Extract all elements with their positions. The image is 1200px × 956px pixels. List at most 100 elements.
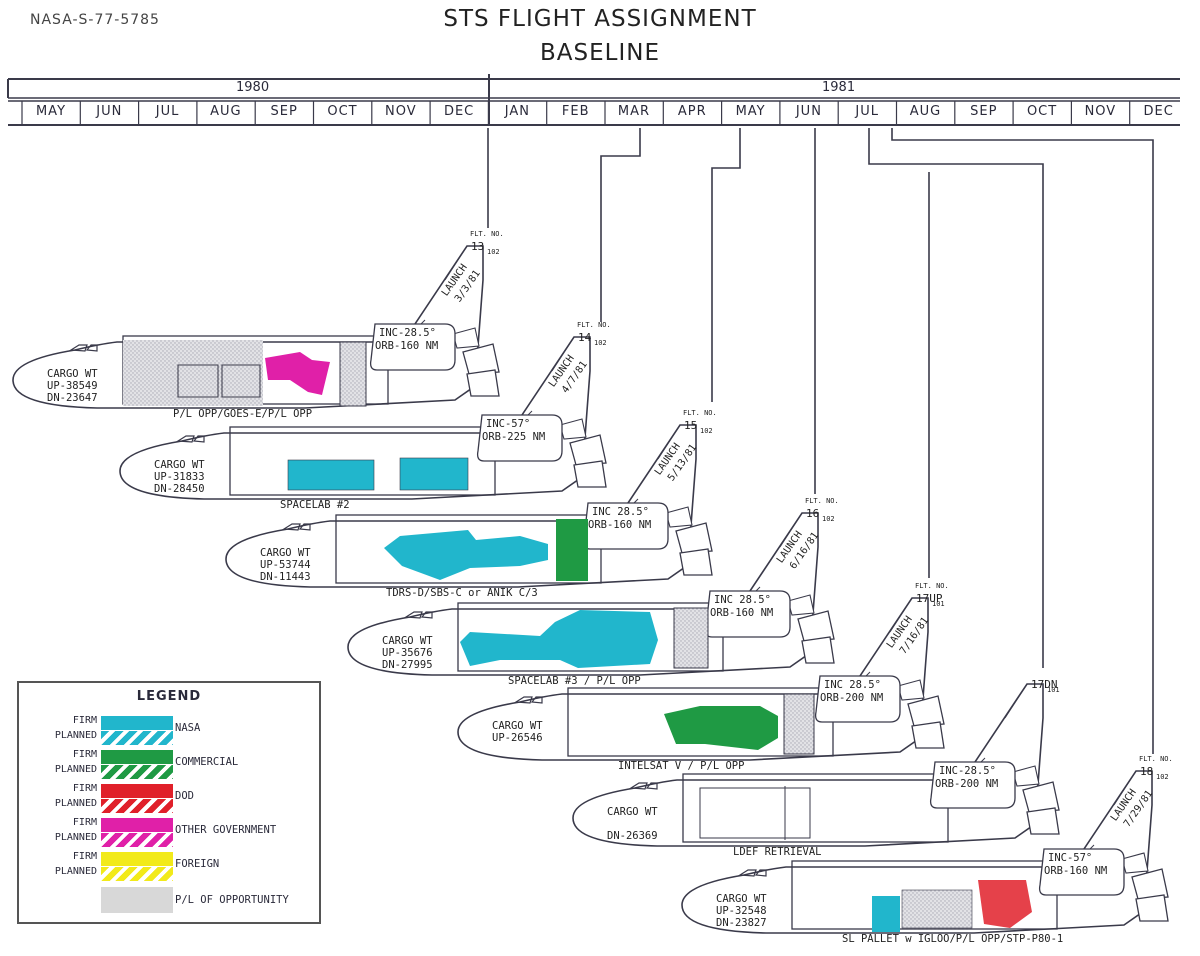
flight-number-label: FLT. NO.: [1139, 755, 1173, 763]
payload-label: SPACELAB #3 / P/L OPP: [508, 675, 641, 687]
month-cell: MAY: [35, 104, 67, 119]
payload-flight-18: [872, 880, 1032, 932]
flight-number: 14: [578, 331, 592, 344]
month-cell: AUG: [909, 104, 942, 119]
cargo-weight-down: DN-11443: [260, 571, 311, 583]
inclination: INC-57°: [486, 418, 531, 430]
cargo-weight-up: UP-32548: [716, 905, 767, 917]
legend: LEGEND FIRM PLANNED NASA FIRM PLANNED COMMERC…: [17, 681, 321, 924]
legend-category: NASA: [175, 722, 201, 734]
cargo-weight-down: DN-23827: [716, 917, 767, 929]
legend-planned: PLANNED: [54, 866, 97, 877]
legend-firm: FIRM: [72, 783, 97, 794]
orbit-altitude: ORB-200 NM: [935, 778, 999, 790]
month-cell: APR: [677, 104, 707, 119]
flight-orbiter-number: 102: [1156, 773, 1169, 781]
flight-number-label: FLT. NO.: [577, 321, 611, 329]
legend-category: FOREIGN: [175, 858, 220, 870]
flight-orbiter-number: 102: [594, 339, 607, 347]
legend-category: OTHER GOVERNMENT: [175, 824, 277, 836]
flight-number-label: FLT. NO.: [683, 409, 717, 417]
year-1981: 1981: [822, 80, 856, 95]
cargo-weight-label: CARGO WT: [716, 893, 767, 905]
cargo-weight-up: UP-26546: [492, 732, 543, 744]
cargo-weight-down: DN-28450: [154, 483, 205, 495]
flight-number: 18: [1140, 765, 1154, 778]
swatch-opportunity: [101, 887, 173, 913]
year-1980: 1980: [236, 80, 270, 95]
legend-planned: PLANNED: [54, 730, 97, 741]
payload-label: P/L OPP/GOES-E/P/L OPP: [173, 408, 313, 420]
legend-title: LEGEND: [136, 689, 202, 704]
inclination: INC-28.5°: [939, 765, 996, 777]
orbit-altitude: ORB-160 NM: [710, 607, 774, 619]
flight-number: 15: [684, 419, 698, 432]
payload-flight-17dn: [699, 786, 811, 840]
month-cell: DEC: [1143, 104, 1174, 119]
flight-number: 16: [806, 507, 820, 520]
legend-firm: FIRM: [72, 715, 97, 726]
launch-connectors: [487, 128, 1154, 754]
swatch-planned: [101, 833, 173, 847]
flight-orbiter-number: 102: [822, 515, 835, 523]
title-line-1: STS FLIGHT ASSIGNMENT: [443, 6, 757, 32]
month-cell: JUN: [96, 104, 123, 119]
inclination: INC 28.5°: [592, 506, 649, 518]
month-cell: MAR: [617, 104, 651, 119]
swatch-firm: [101, 716, 173, 730]
swatch-firm: [101, 818, 173, 832]
flight-number-label: FLT. NO.: [915, 582, 949, 590]
payload-label: TDRS-D/SBS-C or ANIK C/3: [386, 587, 538, 599]
cargo-weight-down: DN-27995: [382, 659, 433, 671]
payload-flight-13: [123, 340, 367, 407]
cargo-weight-label: CARGO WT: [154, 459, 205, 471]
legend-firm: FIRM: [72, 749, 97, 760]
legend-category: DOD: [175, 790, 194, 802]
month-cell: MAY: [735, 104, 766, 119]
document-id: NASA-S-77-5785: [30, 12, 160, 28]
timeline: [7, 74, 1180, 126]
swatch-planned: [101, 867, 173, 881]
cargo-weight-up: UP-53744: [260, 559, 311, 571]
flight-number: 17DN: [1031, 678, 1058, 691]
payload-flight-14: [287, 457, 469, 491]
flight-number-label: FLT. NO.: [470, 230, 504, 238]
month-cell: SEP: [970, 104, 998, 119]
orbit-altitude: ORB-160 NM: [1044, 865, 1108, 877]
month-cell: OCT: [1026, 104, 1058, 119]
month-cell: JUL: [155, 104, 180, 119]
payload-flight-15: [384, 519, 588, 581]
month-cell: JUL: [855, 104, 879, 119]
month-cell: OCT: [327, 104, 358, 119]
payload-label: SL PALLET w IGLOO/P/L OPP/STP-P80-1: [842, 933, 1064, 945]
legend-planned: PLANNED: [54, 764, 97, 775]
legend-planned: PLANNED: [54, 798, 97, 809]
legend-category: P/L OF OPPORTUNITY: [175, 894, 289, 906]
month-cell: AUG: [210, 104, 242, 119]
inclination: INC-28.5°: [379, 327, 436, 339]
swatch-firm: [101, 750, 173, 764]
legend-firm: FIRM: [72, 851, 97, 862]
month-cell: NOV: [1084, 104, 1117, 119]
payload-label: SPACELAB #2: [280, 499, 350, 511]
legend-firm: FIRM: [72, 817, 97, 828]
swatch-planned: [101, 799, 173, 813]
month-cell: JUN: [795, 104, 822, 119]
cargo-weight-up: UP-35676: [382, 647, 433, 659]
payload-flight-17up: [664, 693, 815, 755]
flight-orbiter-number: 101: [1047, 686, 1060, 694]
flight-number-label: FLT. NO.: [805, 497, 839, 505]
month-cell: DEC: [443, 104, 475, 119]
month-cell: SEP: [270, 104, 298, 119]
swatch-firm: [101, 784, 173, 798]
legend-category: COMMERCIAL: [175, 756, 239, 768]
payload-label: INTELSAT V / P/L OPP: [618, 760, 745, 772]
payload-flight-16: [460, 607, 709, 669]
orbit-altitude: ORB-225 NM: [482, 431, 546, 443]
legend-row: FIRM PLANNED FOREIGN: [19, 849, 319, 883]
cargo-weight-label: CARGO WT: [382, 635, 433, 647]
payload-label: LDEF RETRIEVAL: [733, 846, 822, 858]
swatch-planned: [101, 731, 173, 745]
